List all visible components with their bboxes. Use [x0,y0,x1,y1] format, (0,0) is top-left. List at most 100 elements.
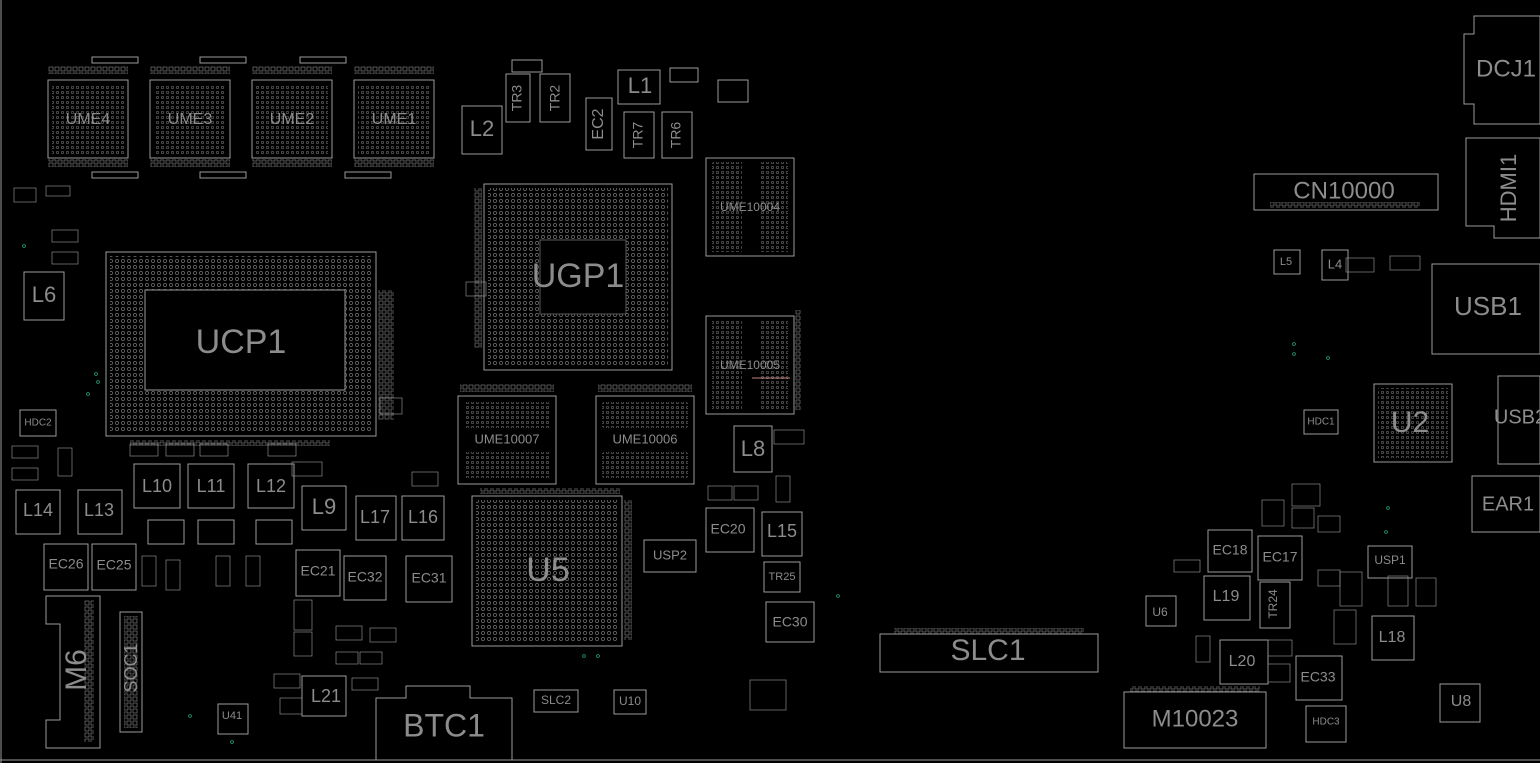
component-UME10005[interactable] [705,310,801,415]
component-M6[interactable] [45,595,101,749]
component-UME10006[interactable] [595,384,695,485]
component-CN10000[interactable] [1253,173,1439,211]
label-UME4: UME4 [66,111,111,128]
designator-labels: UCP1 UGP1 U5 BTC1 SLC1 M10023 CN10000 DC… [23,55,1540,743]
label-USB2: USB2 [1494,406,1540,428]
label-HDC2: HDC2 [24,418,52,429]
label-TR3: TR3 [509,85,525,112]
label-L17: L17 [360,507,390,527]
label-U8: U8 [1451,693,1472,710]
component-EAR1[interactable] [1471,475,1540,533]
label-HDC3: HDC3 [1312,717,1340,728]
vias [22,244,1390,744]
component-SOC1[interactable] [119,611,143,733]
label-L9: L9 [312,494,336,519]
component-U10[interactable] [613,689,647,715]
component-SLC1[interactable] [879,628,1099,673]
label-EC18: EC18 [1212,542,1247,558]
label-U2: U2 [1391,406,1429,439]
label-UME2: UME2 [270,111,315,128]
component-USB2[interactable] [1497,375,1540,465]
label-UME10007: UME10007 [474,431,539,446]
label-HDC1: HDC1 [1307,417,1335,428]
label-L16: L16 [408,507,438,527]
component-UME3[interactable] [149,66,231,167]
label-L10: L10 [142,476,172,496]
component-UGP1[interactable] [474,183,673,371]
component-SLC2[interactable] [533,689,579,713]
component-USB1[interactable] [1431,263,1540,355]
label-U41: U41 [222,710,242,722]
label-M10023: M10023 [1152,705,1239,732]
label-HDMI1: HDMI1 [1496,154,1521,222]
label-L4: L4 [1328,256,1342,271]
label-EC26: EC26 [48,556,83,572]
label-TR7: TR7 [630,122,646,149]
component-M10023[interactable] [1123,686,1267,749]
label-UME10005: UME10005 [720,358,780,372]
label-TR2: TR2 [547,85,563,112]
label-BTC1: BTC1 [403,707,485,743]
label-EC33: EC33 [1300,669,1335,685]
component-UME2[interactable] [251,66,333,167]
component-UME10007[interactable] [457,384,557,485]
label-L13: L13 [84,500,114,520]
label-L6: L6 [32,282,56,307]
component-UME1[interactable] [353,66,435,167]
component-UCP1[interactable] [105,251,394,446]
component-HDMI1[interactable] [1465,137,1540,239]
label-TR6: TR6 [668,122,684,149]
label-SLC2: SLC2 [541,693,571,707]
label-UGP1: UGP1 [532,257,625,295]
label-UCP1: UCP1 [196,323,287,361]
label-EAR1: EAR1 [1482,493,1534,515]
label-L12: L12 [256,476,286,496]
component-BTC1[interactable] [375,685,513,761]
label-SLC1: SLC1 [950,634,1025,667]
label-L2: L2 [470,116,494,141]
component-UME4[interactable] [47,66,129,167]
label-EC2: EC2 [590,108,607,139]
label-L21: L21 [311,686,341,706]
label-U10: U10 [619,694,641,708]
label-EC30: EC30 [772,614,807,630]
mid-right-parts [643,425,815,643]
label-EC32: EC32 [347,569,382,585]
label-L11: L11 [197,476,226,496]
top-center-parts [461,59,749,159]
label-L1: L1 [628,73,652,98]
label-USB1: USB1 [1454,291,1522,321]
label-EC21: EC21 [300,563,335,579]
label-L14: L14 [23,500,53,520]
label-L20: L20 [1229,653,1256,670]
right-cluster-parts [1145,249,1481,743]
label-UME10006: UME10006 [612,431,677,446]
label-L5: L5 [1280,256,1292,268]
component-DCJ1[interactable] [1463,15,1540,125]
label-U6: U6 [1152,605,1168,619]
label-DCJ1: DCJ1 [1476,55,1536,82]
label-UME3: UME3 [168,111,213,128]
label-M6: M6 [60,649,93,691]
component-U2[interactable] [1373,383,1453,463]
passive-components [11,185,1437,715]
label-EC17: EC17 [1262,549,1297,565]
label-L15: L15 [767,521,797,541]
label-U5: U5 [526,551,569,589]
label-UME10004: UME10004 [720,200,780,214]
label-CN10000: CN10000 [1293,177,1394,204]
label-UME1: UME1 [372,111,417,128]
label-EC31: EC31 [411,570,446,586]
label-USP2: USP2 [653,547,687,562]
component-U5[interactable] [471,488,632,647]
left-power-parts [15,271,453,735]
component-UME10004[interactable] [705,157,795,257]
memory-row [47,56,435,179]
label-L19: L19 [1213,588,1240,605]
label-TR24: TR24 [1266,589,1280,619]
label-TR25: TR25 [769,571,796,583]
label-EC20: EC20 [710,521,745,537]
label-EC25: EC25 [96,557,131,573]
